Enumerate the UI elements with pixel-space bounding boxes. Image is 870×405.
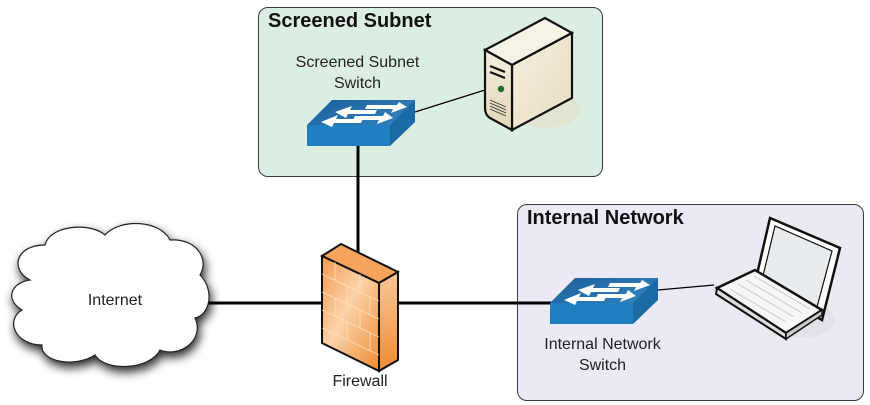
internal-network-title: Internal Network xyxy=(527,207,684,229)
internal-switch-label-line1: Internal Network xyxy=(544,336,661,353)
firewall-brick-wall-icon xyxy=(319,242,401,373)
dmz-switch-label: Screened Subnet Switch xyxy=(285,52,430,94)
laptop-icon xyxy=(714,216,842,341)
internet-label: Internet xyxy=(87,292,143,309)
internal-switch-label: Internal Network Switch xyxy=(520,334,685,376)
network-switch-icon xyxy=(550,278,658,324)
network-switch-icon xyxy=(307,100,415,146)
dmz-switch-label-line2: Switch xyxy=(333,75,382,92)
firewall-label: Firewall xyxy=(332,373,388,390)
screened-subnet-title: Screened Subnet xyxy=(268,10,432,32)
internal-switch-label-line2: Switch xyxy=(578,357,627,374)
link-dmz-switch-server xyxy=(414,89,486,113)
server-tower-icon xyxy=(482,16,580,132)
cloud-icon xyxy=(11,223,210,367)
link-internal-switch-laptop xyxy=(657,284,715,291)
dmz-switch-label-line1: Screened Subnet xyxy=(295,54,420,71)
